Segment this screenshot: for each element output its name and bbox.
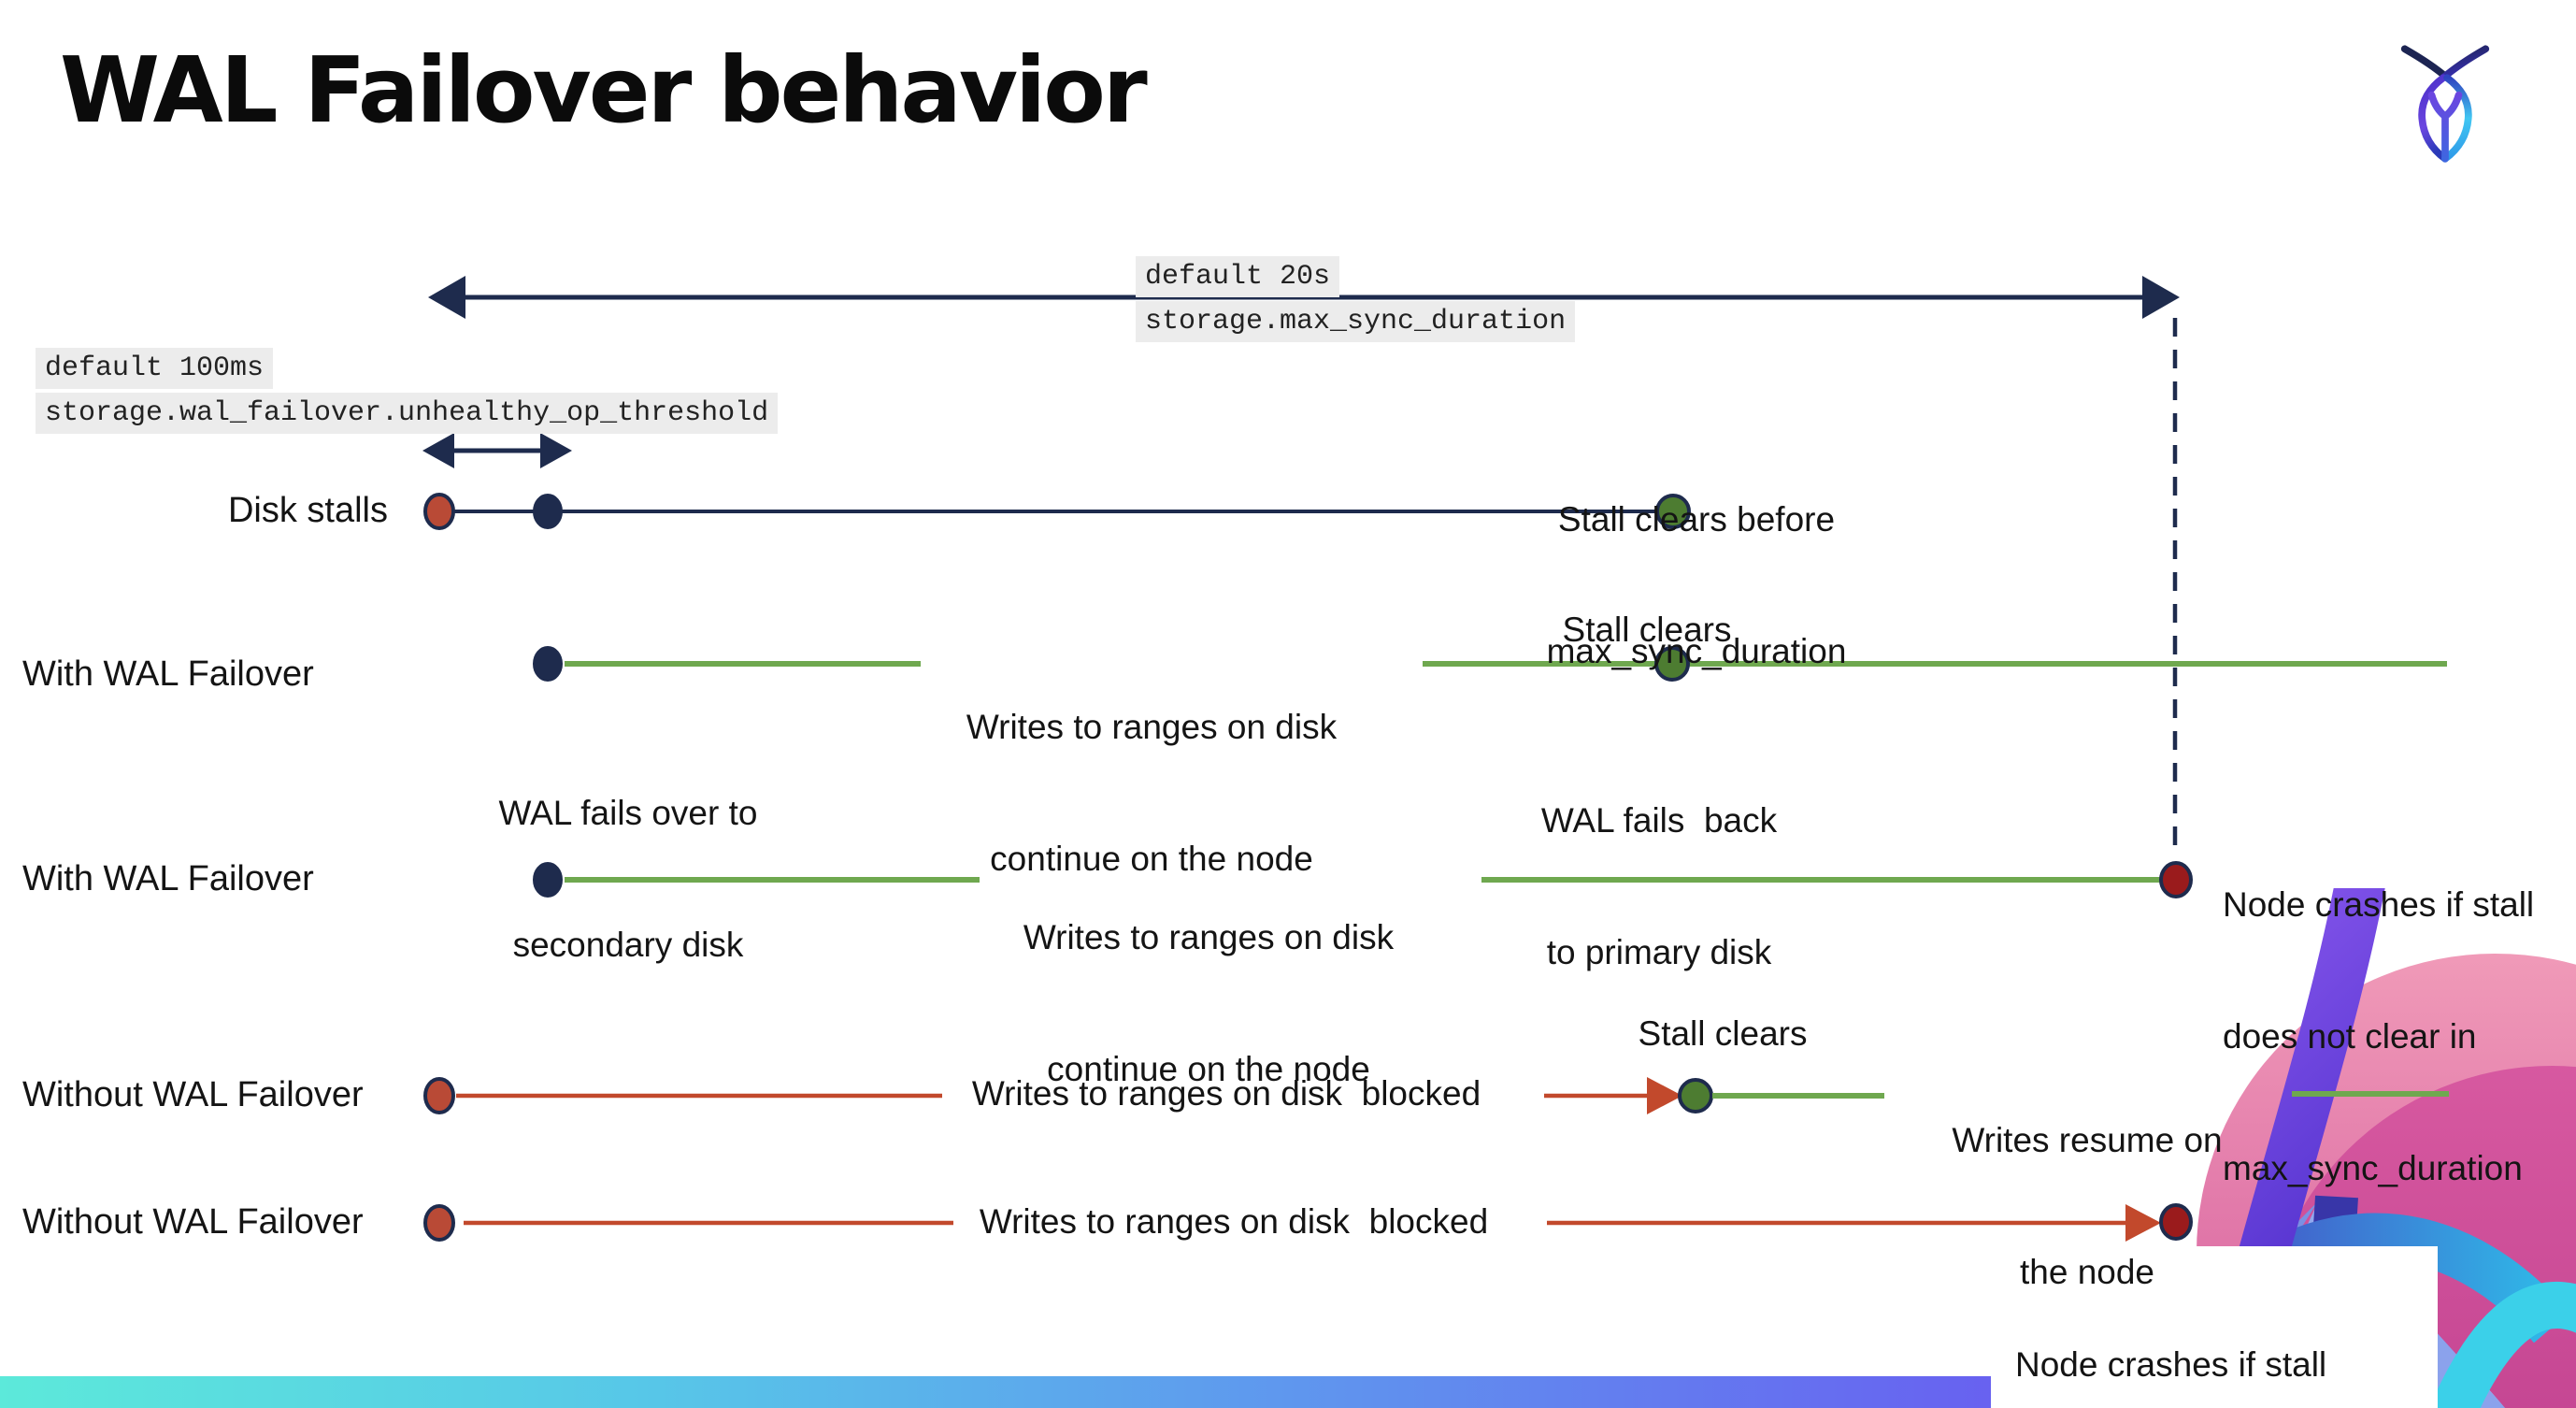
setting-name: storage.max_sync_duration [1136, 301, 1576, 342]
logo-inner-vein [2427, 91, 2463, 163]
logo-antenna-right [2440, 45, 2490, 82]
annotation-writes-continue-row3: Writes to ranges on disk continue on the… [1023, 918, 1395, 1088]
row-label-with-wal-failover-1: With WAL Failover [22, 654, 314, 694]
arrowhead-right-icon [540, 433, 572, 468]
logo-body-left [2418, 74, 2449, 163]
annotation-wal-fails-back: WAL fails back to primary disk [1540, 801, 1778, 971]
setting-default-value: default 20s [1136, 256, 1340, 297]
row5-stall-start-dot [423, 1204, 455, 1242]
annotation-writes-blocked-row4: Writes to ranges on disk blocked [971, 1074, 1481, 1113]
annotation-writes-continue-row2: Writes to ranges on disk continue on the… [966, 708, 1338, 878]
annotation-node-crashes-row5: Node crashes if stall does not clear in … [2015, 1345, 2327, 1384]
annotation-writes-blocked-row5: Writes to ranges on disk blocked [979, 1202, 1489, 1241]
annotation-wal-fails-over: WAL fails over to secondary disk [498, 794, 758, 964]
row1-threshold-dot [533, 494, 563, 529]
unhealthy-op-threshold-setting-label: default 100ms storage.wal_failover.unhea… [36, 348, 779, 434]
row1-stall-clears-dot [1655, 494, 1691, 529]
row-label-with-wal-failover-2: With WAL Failover [22, 859, 314, 898]
page-title: WAL Failover behavior [60, 37, 1148, 143]
annotation-writes-resume: Writes resume on the node [1952, 1121, 2223, 1291]
arrowhead-left-icon [422, 433, 454, 468]
max-sync-duration-setting-label: default 20s storage.max_sync_duration [1136, 256, 1576, 342]
setting-default-value: default 100ms [36, 348, 274, 389]
row-label-without-wal-failover-1: Without WAL Failover [22, 1075, 364, 1114]
row3-failover-dot [533, 862, 563, 898]
row-label-disk-stalls: Disk stalls [227, 491, 388, 530]
annotation-stall-clears-before: Stall clears before max_sync_duration [1546, 500, 1847, 670]
red-arrowhead-icon [2125, 1204, 2161, 1242]
row4-stall-start-dot [423, 1077, 455, 1114]
logo-antenna-left [2400, 45, 2451, 82]
row4-stall-clears-dot [1678, 1078, 1713, 1113]
annotation-stall-clears-row4: Stall clears [1638, 1014, 1808, 1053]
cyan-arc-shape [2428, 1282, 2576, 1408]
row1-stall-start-dot [423, 493, 455, 530]
row-label-without-wal-failover-2: Without WAL Failover [22, 1202, 364, 1242]
logo-body-right [2441, 74, 2472, 163]
red-arrowhead-icon [1647, 1077, 1682, 1114]
setting-name: storage.wal_failover.unhealthy_op_thresh… [36, 393, 779, 434]
row2-stall-clears-dot [1654, 646, 1690, 682]
arrowhead-left-icon [428, 276, 465, 319]
annotation-node-crashes-row3: Node crashes if stall does not clear in … [2223, 885, 2535, 1187]
node-crash-callout-box [1991, 1246, 2438, 1408]
cockroachdb-logo-icon [2400, 45, 2490, 163]
row3-node-crash-dot [2159, 861, 2193, 898]
arrowhead-right-icon [2142, 276, 2180, 319]
row5-node-crash-dot [2159, 1203, 2193, 1241]
annotation-stall-clears-row2: Stall clears [1562, 611, 1732, 649]
row2-failover-dot [533, 646, 563, 682]
